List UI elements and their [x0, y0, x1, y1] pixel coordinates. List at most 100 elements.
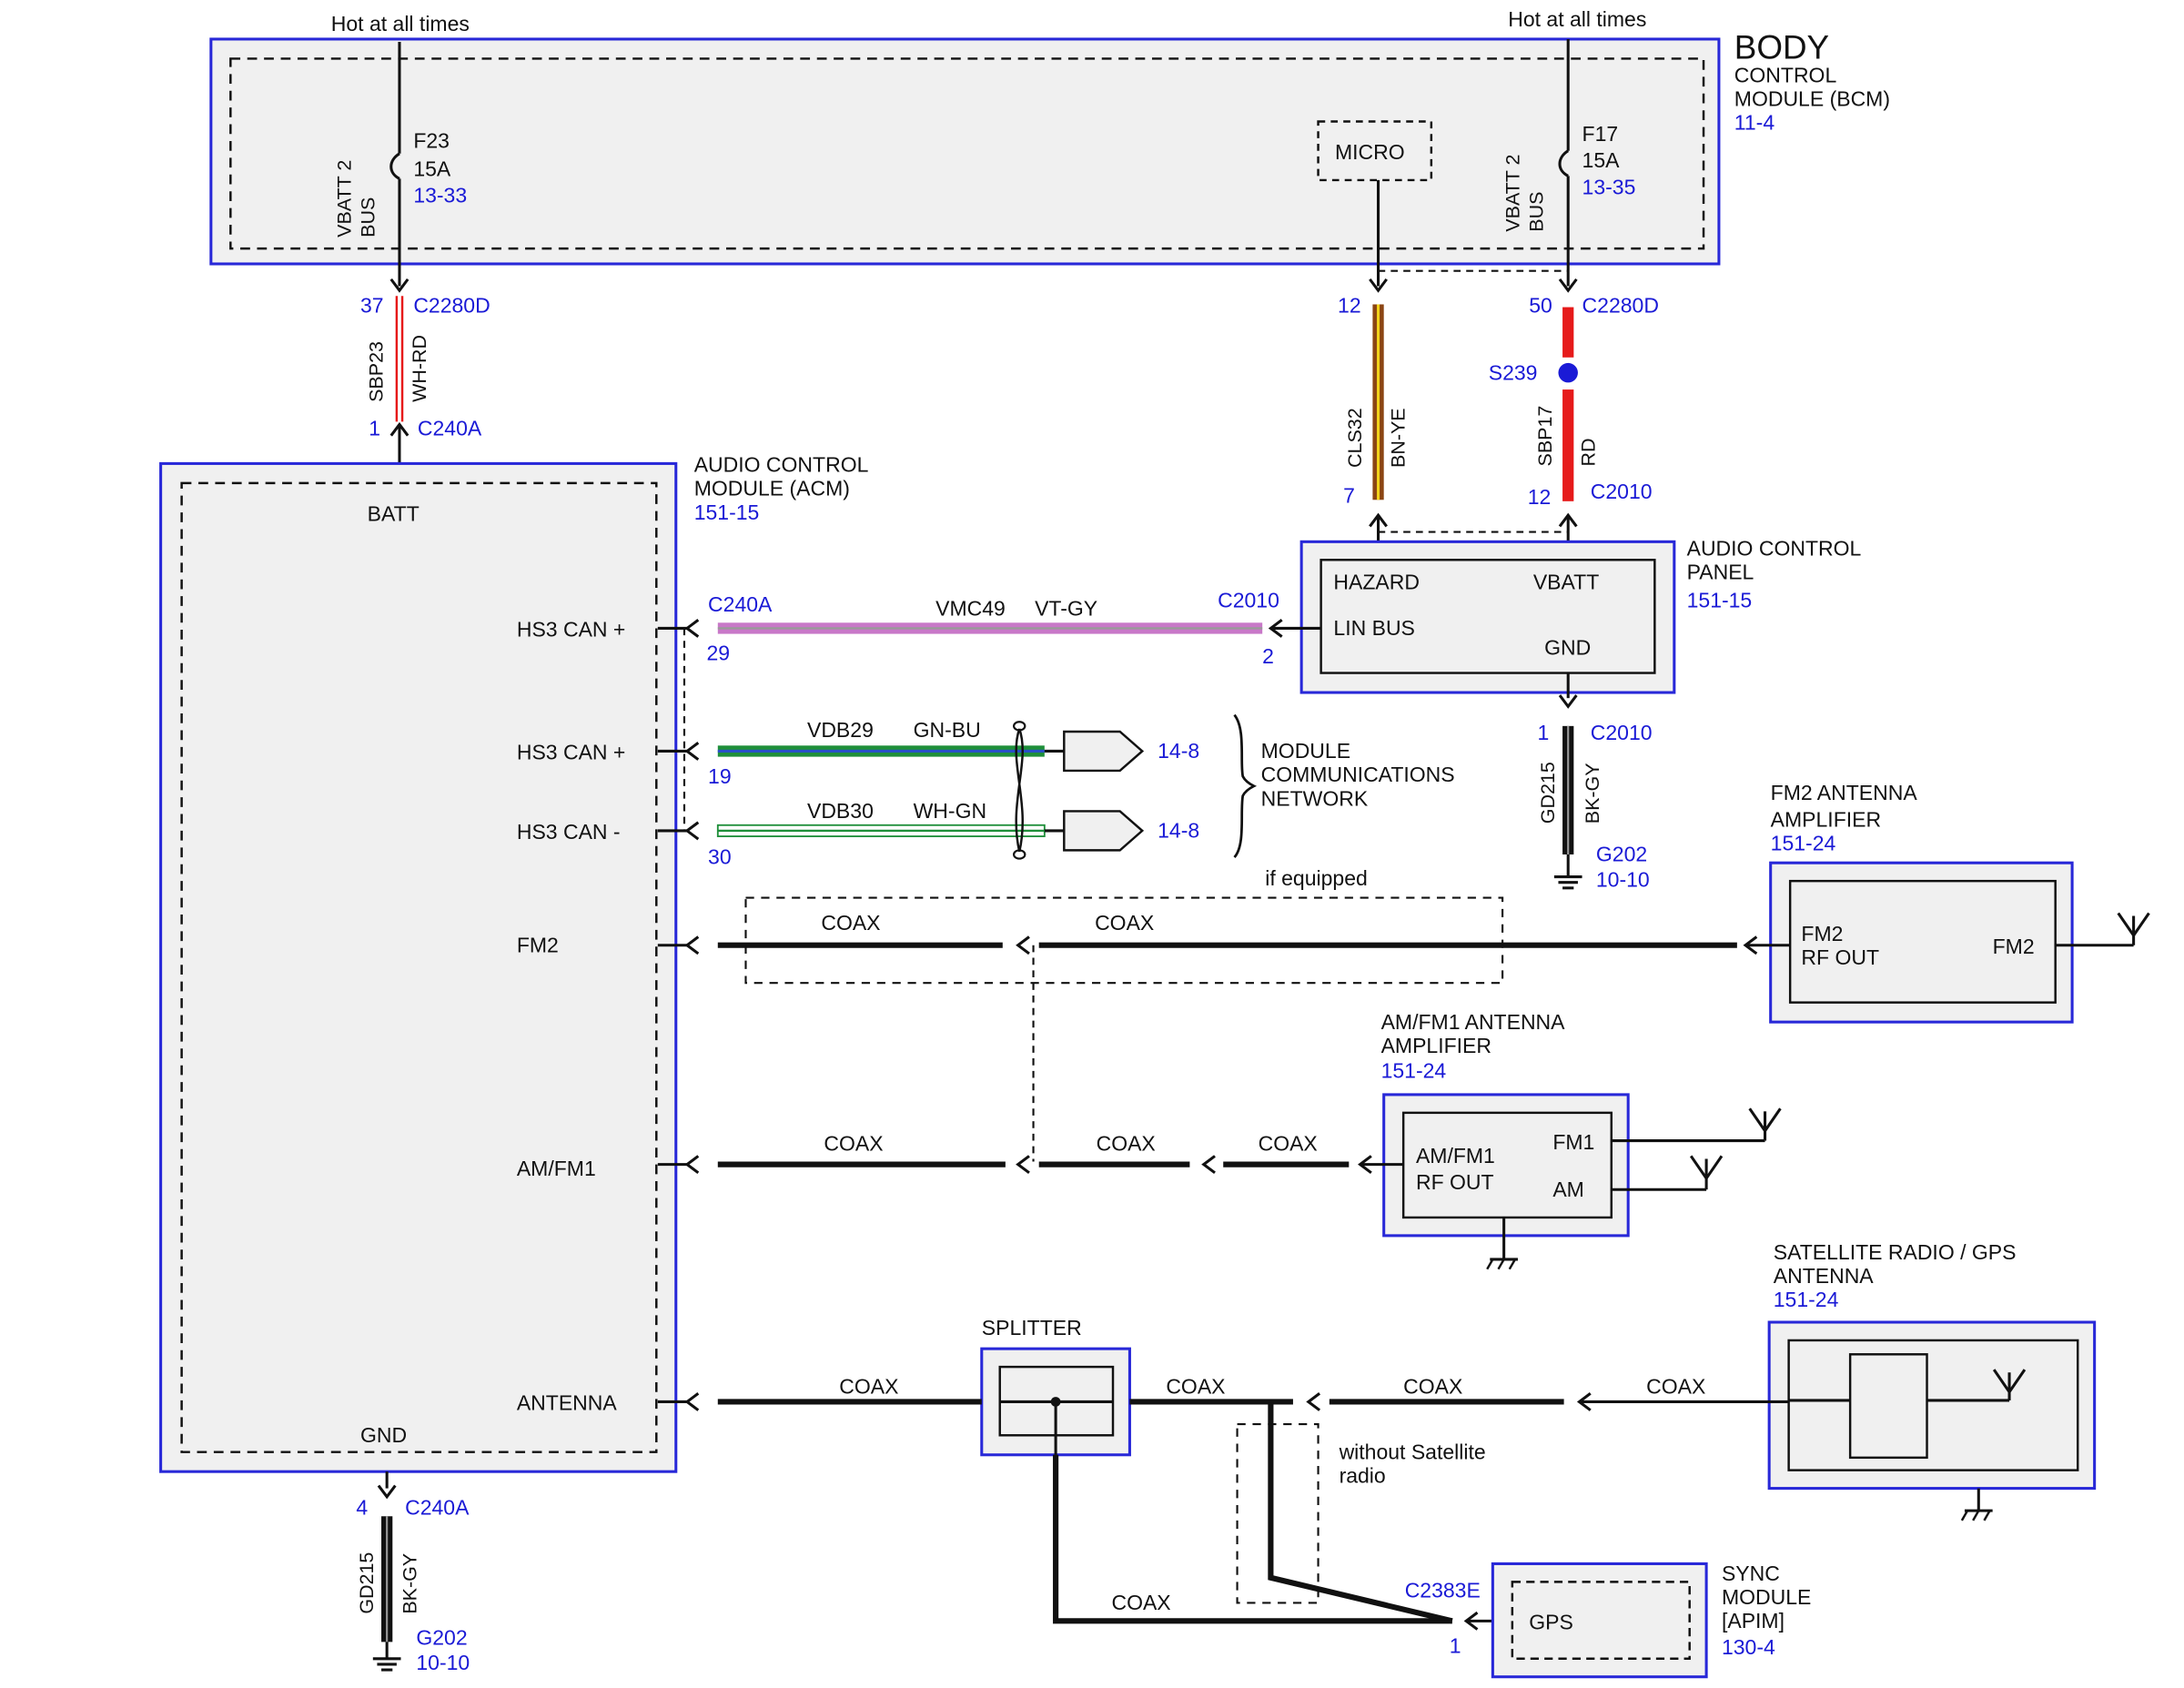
antenna-coax-label-1: COAX — [839, 1374, 898, 1398]
acm-pin-gnd: GND — [360, 1423, 407, 1447]
sync-pin: 1 — [1450, 1634, 1461, 1658]
amfm1-amp-outer-box — [1382, 1093, 1630, 1238]
gps-coax-label: COAX — [1111, 1591, 1170, 1614]
micro-label: MICRO — [1335, 140, 1405, 164]
sbp23-circuit: SBP23 — [366, 341, 388, 402]
gd215-acp-color: BK-GY — [1582, 763, 1603, 824]
cls32-color: BN-YE — [1388, 408, 1410, 468]
gd215-acm-circuit: GD215 — [356, 1552, 378, 1614]
connector-arrow — [684, 935, 700, 955]
splitter-gps-coax — [1053, 1454, 1452, 1624]
antenna-coax-label-2: COAX — [1166, 1374, 1225, 1398]
vdb29-connector-shape — [1063, 730, 1145, 773]
connector-arrow — [1369, 278, 1388, 293]
sbp17-wire-bottom — [1562, 389, 1574, 501]
bcm-name-line-1: BODY — [1734, 28, 1829, 66]
acm-pin-amfm1: AM/FM1 — [517, 1157, 596, 1180]
vdb30-color: WH-GN — [914, 799, 986, 823]
connector-arrow — [684, 1155, 700, 1175]
sbp23-conn-bottom: C240A — [418, 417, 482, 440]
acm-pin-batt: BATT — [368, 501, 420, 525]
connector-arrow — [684, 1392, 700, 1411]
amfm1-amp-fm1: FM1 — [1552, 1130, 1594, 1154]
connector-arrow — [1201, 1155, 1216, 1175]
acp-pin-vbatt: VBATT — [1533, 570, 1599, 593]
f23-label-line-1: F23 — [413, 129, 450, 153]
amfm1-coax-label-1: COAX — [824, 1131, 883, 1155]
connector-arrow — [1016, 935, 1030, 955]
sbp23-conn-top: C2280D — [413, 294, 490, 318]
vdb29-pin: 19 — [708, 764, 732, 788]
cls32-circuit: CLS32 — [1344, 408, 1366, 468]
bcm-inner-box — [229, 57, 1705, 250]
vmc49-wire: C240A 29 VMC49 VT-GY C2010 2 — [657, 588, 1321, 668]
vbatt-bus-right-1: VBATT 2 — [1502, 155, 1524, 232]
splitter-label: SPLITTER — [982, 1316, 1082, 1339]
fm2-amp-outer-box — [1769, 861, 2074, 1024]
without-sat-jumper — [1268, 1401, 1453, 1624]
sat-inner-box — [1787, 1339, 2079, 1471]
sat-ref: 151-24 — [1774, 1288, 1839, 1311]
vbatt-bus-right-2: BUS — [1526, 192, 1548, 232]
sync-module: GPS SYNC MODULE [APIM] 130-4 C2383E 1 — [1405, 1562, 1811, 1679]
vdb29-wire: 19 VDB29 GN-BU 14-8 — [657, 718, 1199, 788]
acm-name-line-2: MODULE (ACM) — [694, 477, 850, 500]
without-sat-box — [1236, 1422, 1320, 1604]
vdb29-circuit: VDB29 — [807, 718, 874, 742]
amfm1-coax-label-3: COAX — [1259, 1131, 1318, 1155]
without-sat-label-1: without Satellite — [1339, 1440, 1486, 1463]
connector-arrow — [1558, 278, 1578, 293]
cls32-wire: 12 CLS32 BN-YE 7 — [1338, 278, 1410, 542]
acm-pin-hs3-can-plus-1: HS3 CAN + — [517, 618, 626, 642]
sbp17-color: RD — [1577, 438, 1599, 466]
fm2-coax-label-2: COAX — [1095, 911, 1154, 935]
amfm1-amp-am: AM — [1552, 1178, 1584, 1201]
gd215-acm-pin: 4 — [356, 1496, 368, 1520]
acm-pin-hs3-can-plus-2: HS3 CAN + — [517, 741, 626, 764]
amfm1-coax-label-2: COAX — [1097, 1131, 1156, 1155]
acm-module: AUDIO CONTROL MODULE (ACM) 151-15 BATT H… — [159, 453, 869, 1473]
acp-module: AUDIO CONTROL PANEL 151-15 HAZARD VBATT … — [1299, 537, 1862, 694]
fm2-amp-name-1: FM2 ANTENNA — [1771, 781, 1918, 804]
antenna-coax-run: COAX COAX COAX COAX — [657, 1374, 1789, 1411]
acm-outer-box — [159, 461, 678, 1473]
vbatt-bus-left-2: BUS — [357, 197, 379, 238]
f17-label-line-2: 15A — [1582, 148, 1621, 172]
micro-box — [1317, 120, 1433, 182]
vmc49-color: VT-GY — [1035, 597, 1097, 621]
amfm1-amp-out-2: RF OUT — [1416, 1170, 1494, 1194]
sbp17-conn-top: C2280D — [1582, 294, 1659, 318]
bcm-ref: 11-4 — [1734, 111, 1775, 135]
acp-name-line-1: AUDIO CONTROL — [1687, 537, 1862, 561]
gd215-acm-color: BK-GY — [399, 1553, 420, 1614]
network-brace — [1233, 713, 1258, 858]
sbp23-pin-top: 37 — [360, 294, 384, 318]
vdb30-wire: 30 VDB30 WH-GN 14-8 — [657, 799, 1199, 869]
acp-pin-lin-bus: LIN BUS — [1333, 616, 1414, 640]
vdb30-connector-shape — [1063, 810, 1145, 852]
acp-ref: 151-15 — [1687, 588, 1753, 612]
sync-name-2: MODULE — [1722, 1585, 1811, 1609]
sbp17-conn-bottom: C2010 — [1591, 480, 1653, 503]
sbp17-circuit: SBP17 — [1534, 406, 1556, 467]
bcm-outer-box — [209, 37, 1721, 266]
acm-pin-antenna: ANTENNA — [517, 1391, 618, 1415]
cls32-pin-bottom: 7 — [1343, 483, 1355, 507]
fm2-amp-inner-box — [1788, 879, 2057, 1004]
vmc49-conn-right: C2010 — [1218, 588, 1279, 612]
vbatt-bus-left-1: VBATT 2 — [333, 160, 355, 238]
splice-s239 — [1558, 362, 1578, 383]
sync-name-1: SYNC — [1722, 1562, 1780, 1585]
network-label-1: MODULE — [1261, 739, 1350, 763]
am-antenna-icon — [1689, 1155, 1724, 1181]
acp-outer-box — [1299, 540, 1676, 694]
amfm1-amplifier: AM/FM1 ANTENNA AMPLIFIER 151-24 AM/FM1 R… — [1381, 1010, 1782, 1270]
sbp23-wire: 37 C2280D SBP23 WH-RD 1 C240A — [360, 278, 490, 482]
f23-fuse-symbol — [389, 152, 400, 180]
sbp17-pin-top: 50 — [1529, 294, 1552, 318]
gd215-acp-circuit: GD215 — [1537, 762, 1559, 824]
sbp17-pin-bottom: 12 — [1528, 485, 1552, 509]
vmc49-conn-left: C240A — [708, 592, 773, 616]
f17-ref: 13-35 — [1582, 175, 1636, 198]
